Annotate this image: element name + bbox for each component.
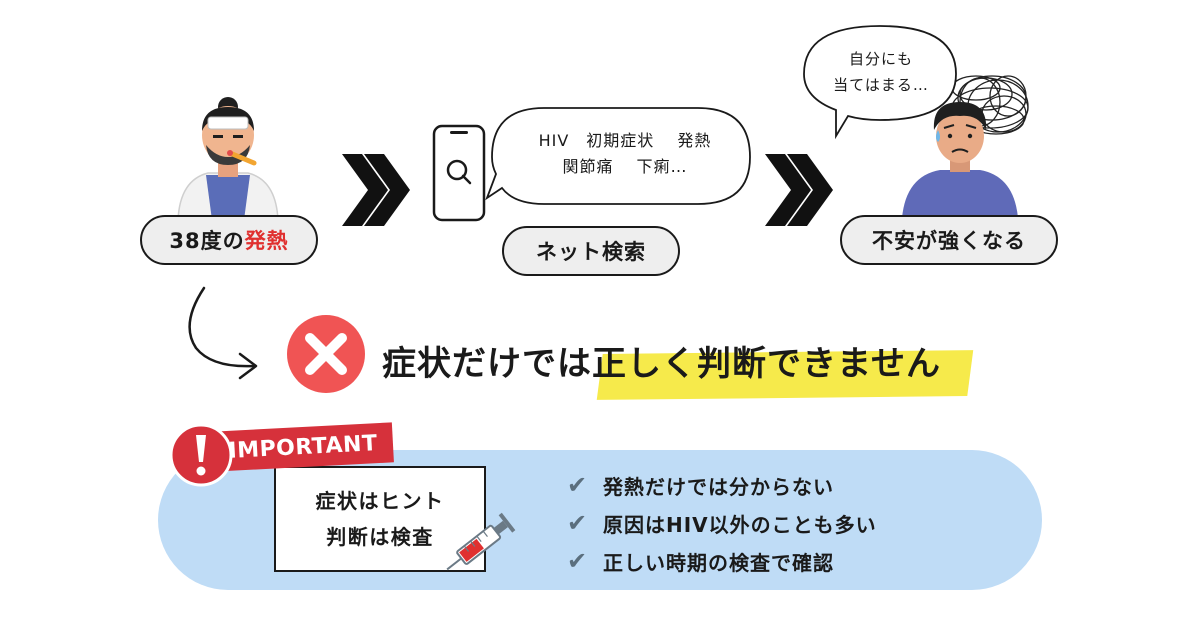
worry-line-1: 自分にも [848,50,913,68]
step-anxiety-label: 不安が強くなる [840,215,1058,265]
search-query-text: HIV 初期症状 発熱 関節痛 下痢… [500,128,750,180]
search-query-line-2: 関節痛 下痢… [562,157,688,176]
checklist: ✔ 発熱だけでは分からない ✔ 原因はHIV以外のことも多い ✔ 正しい時期の検… [567,466,877,580]
step-fever-text: 38度の [169,229,245,253]
step-fever-highlight: 発熱 [244,229,289,253]
statement-plain: 症状だけでは [382,343,592,384]
statement-highlighted: 正しく判断できません [592,343,941,384]
flow-chevron-2-icon [765,154,833,226]
curved-arrow-icon [188,286,258,380]
important-note-box: 症状はヒント 判断は検査 [274,466,486,572]
checklist-item: ✔ 正しい時期の検査で確認 [567,542,877,580]
step-search-text: ネット検索 [536,240,646,264]
fever-person-illustration [177,97,279,220]
syringe-icon [446,512,516,571]
note-line-1: 症状はヒント [315,489,445,513]
search-speech-bubble [485,107,751,205]
main-statement: 症状だけでは正しく判断できません [382,330,941,390]
smartphone-search-icon [432,124,486,222]
check-icon: ✔ [567,509,589,537]
note-line-2: 判断は検査 [326,525,434,549]
checklist-item: ✔ 原因はHIV以外のことも多い [567,504,877,542]
anxious-person-illustration [902,75,1029,218]
worry-speech-bubble [803,25,957,140]
check-icon: ✔ [567,547,589,575]
important-tag-text: IMPORTANT [227,430,379,464]
worry-text: 自分にも 当てはまる… [806,46,956,98]
step-anxiety-text: 不安が強くなる [872,229,1026,253]
checklist-item-text: 正しい時期の検査で確認 [603,550,834,575]
checklist-item-text: 原因はHIV以外のことも多い [603,512,877,537]
step-search-label: ネット検索 [502,226,680,276]
exclamation-alert-icon [169,423,233,487]
checklist-item: ✔ 発熱だけでは分からない [567,466,877,504]
worry-line-2: 当てはまる… [833,76,929,94]
search-query-line-1: HIV 初期症状 発熱 [538,131,712,150]
flow-chevron-1-icon [342,154,410,226]
cross-mark-icon [287,315,365,393]
check-icon: ✔ [567,471,589,499]
checklist-item-text: 発熱だけでは分からない [603,474,834,499]
step-fever-label: 38度の発熱 [140,215,318,265]
